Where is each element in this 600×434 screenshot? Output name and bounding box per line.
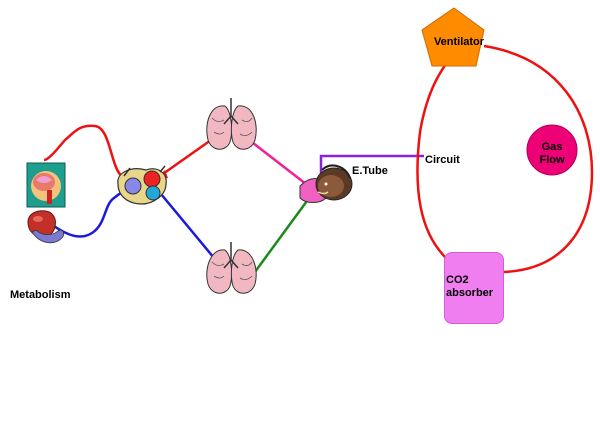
lower-lungs-icon [206,242,257,294]
co2-absorber-shape [444,252,504,324]
airway-line-lower [250,189,317,277]
circuit-loop [416,44,594,274]
gas-flow-label-line1: Gas [541,141,563,153]
gut-icon [27,210,65,244]
ventilator-label: Ventilator [433,36,485,48]
etube-label: E.Tube [352,165,388,177]
heart-icon [117,165,167,205]
gas-flow-label: Gas Flow [528,141,576,167]
upper-lungs-icon [206,98,257,150]
co2-absorber-label: CO2 absorber [446,274,502,300]
arterial-line-to-brain [43,124,129,180]
airway-line-upper [243,135,307,185]
metabolism-label: Metabolism [10,289,71,301]
co2-label-line1: CO2 [446,274,469,286]
co2-label-line2: absorber [446,287,494,300]
gas-flow-label-line2: Flow [539,154,565,167]
circuit-label: Circuit [425,154,460,166]
ventilator-shape [421,7,485,67]
gas-flow-shape [526,124,578,176]
brain-icon [26,162,66,208]
patient-face-icon [299,164,353,203]
